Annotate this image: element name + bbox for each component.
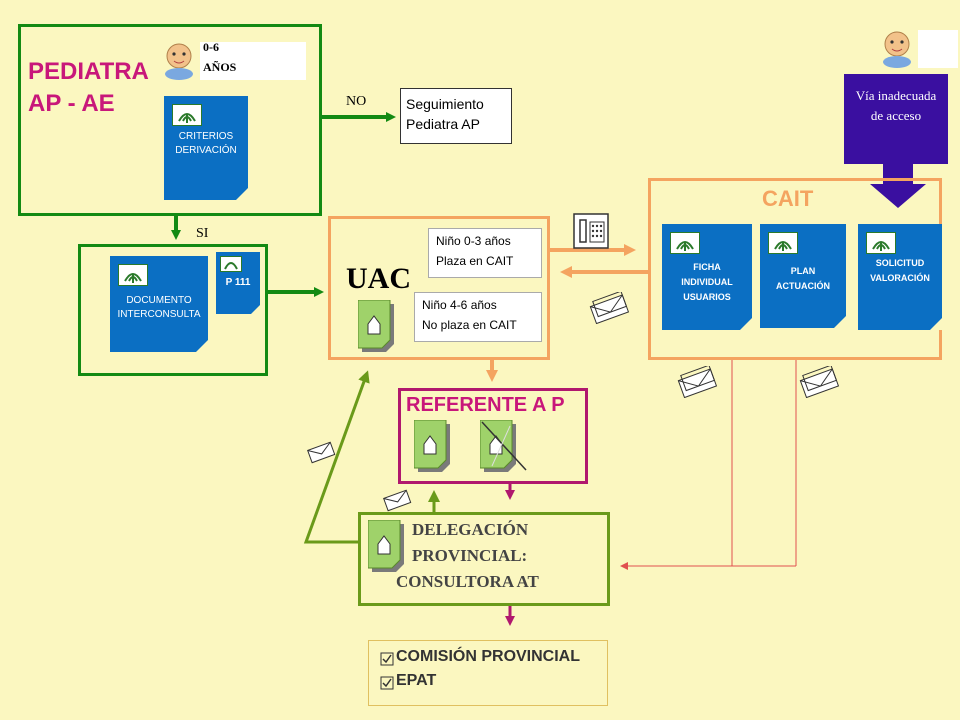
referente-box: [398, 388, 588, 484]
phone-icon: [573, 213, 609, 249]
junta-logo-icon: [670, 232, 700, 254]
nino-0-3-line2: Plaza en CAIT: [436, 254, 514, 268]
delegacion-box: [358, 512, 610, 606]
ficha-individual-doc: FICHA INDIVIDUAL USUARIOS: [662, 224, 752, 330]
plan-line2: ACTUACIÓN: [776, 281, 830, 291]
si-label: SI: [196, 226, 209, 241]
ficha-line2: INDIVIDUAL: [681, 277, 733, 287]
uac-title: UAC: [346, 262, 411, 295]
delegacion-line1: DELEGACIÓN: [412, 520, 529, 539]
uac-box: [328, 216, 550, 360]
documento-line2: INTERCONSULTA: [117, 309, 201, 320]
house-page-icon: [414, 420, 450, 472]
junta-logo-icon: [866, 232, 896, 254]
seguimiento-line2: Pediatra AP: [406, 116, 480, 132]
junta-logo-icon: [220, 256, 242, 272]
criterios-line1: CRITERIOS: [178, 131, 234, 142]
house-page-icon: [358, 300, 394, 352]
p111-label: P 111: [225, 277, 251, 288]
interconsulta-box: [78, 244, 268, 376]
documento-line1: DOCUMENTO: [126, 295, 192, 306]
junta-logo-icon: [768, 232, 798, 254]
envelope-icon: [383, 489, 412, 512]
seguimiento-line1: Seguimiento: [406, 96, 484, 112]
junta-logo-icon: [118, 264, 148, 286]
envelope-icon: [589, 292, 630, 324]
solicitud-line2: VALORACIÓN: [870, 273, 930, 283]
nino-4-6-line2: No plaza en CAIT: [422, 318, 517, 332]
comision-item1: COMISIÓN PROVINCIAL: [396, 648, 581, 665]
age-label-box: [200, 42, 306, 80]
baby-label-box: [918, 30, 958, 68]
age-line1: 0-6: [203, 40, 219, 54]
pediatra-title-line2: AP - AE: [28, 90, 115, 117]
via-line1: Vía inadecuada: [855, 88, 937, 103]
seguimiento-box: [400, 88, 512, 144]
nino-4-6-box: [414, 292, 542, 342]
baby-icon: [165, 43, 193, 80]
cait-title: CAIT: [762, 186, 814, 211]
delegacion-to-uac-arrow: [303, 370, 370, 544]
envelope-icon: [799, 366, 840, 398]
junta-logo-icon: [172, 104, 202, 126]
house-page-icon: [368, 520, 404, 572]
nino-0-3-line1: Niño 0-3 años: [436, 234, 511, 248]
baby-icon: [883, 31, 911, 68]
no-label: NO: [346, 94, 367, 109]
comision-item2: EPAT: [396, 672, 437, 689]
ficha-line1: FICHA: [693, 262, 721, 272]
nino-4-6-line1: Niño 4-6 años: [422, 298, 497, 312]
plan-line1: PLAN: [790, 266, 816, 276]
pediatra-title-line1: PEDIATRA: [28, 58, 149, 85]
delegacion-line2: PROVINCIAL:: [412, 546, 528, 565]
comision-box: [368, 640, 608, 706]
plan-actuacion-doc: PLAN ACTUACIÓN: [760, 224, 846, 328]
solicitud-valoracion-doc: SOLICITUD VALORACIÓN: [858, 224, 942, 330]
pediatra-box: [18, 24, 322, 216]
via-line2: de acceso: [870, 108, 922, 123]
delegacion-line3: CONSULTORA AT: [396, 572, 539, 591]
age-line2: AÑOS: [203, 60, 237, 74]
nino-0-3-box: [428, 228, 542, 278]
checkbox-icon: [380, 652, 394, 666]
envelope-icon: [307, 441, 336, 464]
via-inadecuada-box: [844, 74, 948, 164]
via-inadecuada-arrow: [870, 164, 926, 208]
envelope-icon: [677, 366, 718, 398]
solicitud-line1: SOLICITUD: [875, 258, 925, 268]
ficha-line3: USUARIOS: [683, 292, 731, 302]
criterios-derivacion-doc: CRITERIOS DERIVACIÓN: [164, 96, 248, 200]
checkbox-icon: [380, 676, 394, 690]
p111-doc: P 111: [216, 252, 260, 314]
criterios-line2: DERIVACIÓN: [175, 145, 237, 156]
house-page-crossed-icon: [480, 420, 527, 472]
referente-title: REFERENTE A P: [406, 394, 565, 416]
documento-interconsulta-doc: DOCUMENTO INTERCONSULTA: [110, 256, 208, 352]
